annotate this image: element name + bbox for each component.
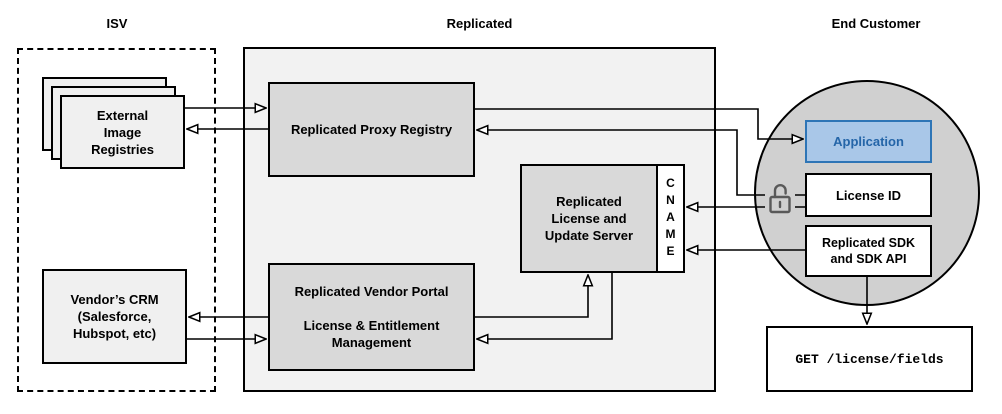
isv-boundary <box>17 48 216 392</box>
proxy-registry-node: Replicated Proxy Registry <box>268 82 475 177</box>
cname-label: CNAME <box>663 176 678 261</box>
replicated-sdk-label: Replicated SDK and SDK API <box>821 236 916 266</box>
proxy-registry-label: Replicated Proxy Registry <box>290 122 453 137</box>
application-label: Application <box>833 134 904 149</box>
license-update-server-node: Replicated License and Update Server <box>520 164 658 273</box>
vendors-crm-node: Vendor’s CRM (Salesforce, Hubspot, etc) <box>42 269 187 364</box>
application-node: Application <box>805 120 932 163</box>
external-image-registries-label: External Image Registries <box>91 107 154 157</box>
license-update-server-label: Replicated License and Update Server <box>544 194 634 243</box>
vendors-crm-label: Vendor’s CRM (Salesforce, Hubspot, etc) <box>70 292 159 341</box>
section-title-replicated: Replicated <box>446 16 513 31</box>
license-id-label: License ID <box>835 187 902 203</box>
section-title-end-customer: End Customer <box>831 16 921 31</box>
vendor-portal-node: Replicated Vendor Portal License & Entit… <box>268 263 475 371</box>
get-license-fields-node: GET /license/fields <box>766 326 973 392</box>
cname-strip: CNAME <box>656 164 685 273</box>
get-license-fields-label: GET /license/fields <box>795 351 944 367</box>
license-id-node: License ID <box>805 173 932 217</box>
external-image-registries-node: External Image Registries <box>60 95 185 169</box>
section-title-isv: ISV <box>106 16 128 31</box>
replicated-sdk-node: Replicated SDK and SDK API <box>805 225 932 277</box>
vendor-portal-label: Replicated Vendor Portal License & Entit… <box>294 284 449 350</box>
unlocked-padlock-icon <box>765 180 795 216</box>
